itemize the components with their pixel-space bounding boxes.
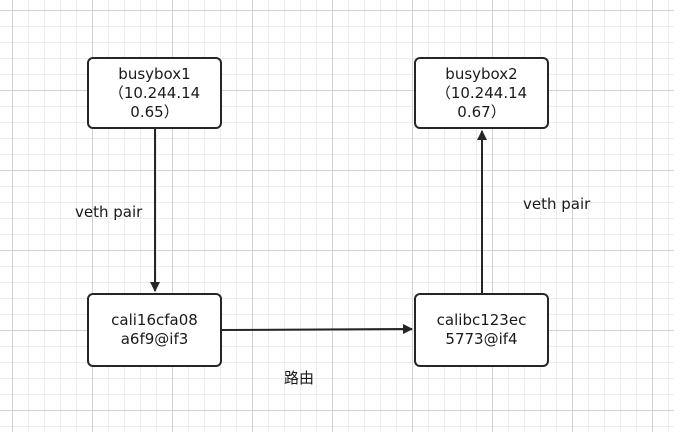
- node-busybox2[interactable]: busybox2 （10.244.14 0.67）: [414, 57, 549, 129]
- node-busybox2-line-3: 0.67）: [457, 102, 506, 121]
- edge-cali1-to-cali2: [221, 324, 413, 335]
- edge-label-route: 路由: [284, 369, 315, 387]
- node-busybox2-line-1: busybox2: [445, 64, 518, 83]
- node-cali-interface-2[interactable]: calibc123ec 5773@if4: [414, 293, 549, 367]
- edge-label-veth-pair-right: veth pair: [523, 195, 591, 213]
- node-cali-interface-1-line-2: a6f9@if3: [120, 330, 189, 348]
- edge-label-veth-pair-left: veth pair: [75, 203, 143, 221]
- node-busybox2-line-2: （10.244.14: [435, 83, 528, 102]
- node-cali-interface-1-line-1: cali16cfa08: [111, 311, 198, 329]
- node-cali-interface-2-line-1: calibc123ec: [436, 311, 527, 329]
- node-busybox1-line-2: （10.244.14: [108, 83, 201, 102]
- node-busybox1-line-1: busybox1: [118, 64, 191, 83]
- node-busybox1[interactable]: busybox1 （10.244.14 0.65）: [87, 57, 222, 129]
- node-cali-interface-1[interactable]: cali16cfa08 a6f9@if3: [87, 293, 222, 367]
- node-cali-interface-2-line-2: 5773@if4: [445, 330, 518, 348]
- node-busybox1-line-3: 0.65）: [130, 102, 179, 121]
